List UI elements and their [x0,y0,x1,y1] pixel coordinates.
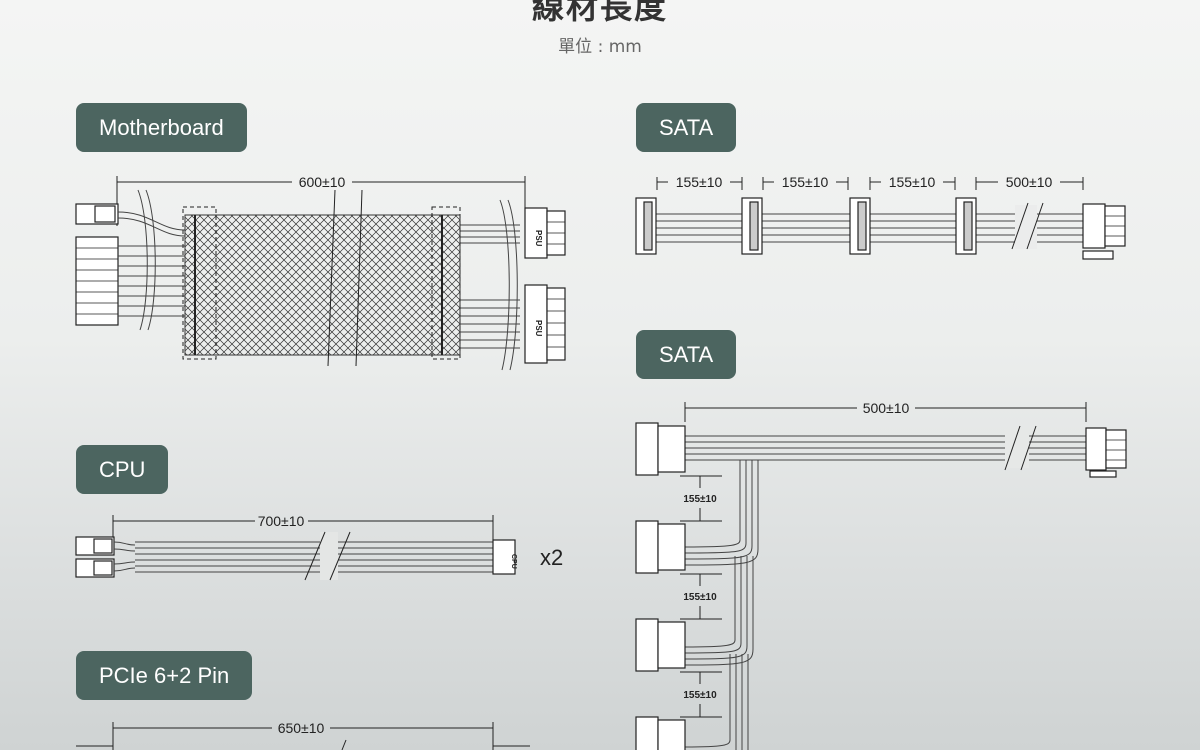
mb-psu-connectors [524,207,566,364]
pcie-dimension [76,722,530,750]
sata-badge-2: SATA [636,330,737,379]
psu-label-2: PSU [534,320,543,337]
unit-label: 單位 : mm [558,37,642,57]
motherboard-length-label: 600±10 [299,174,346,190]
sata1-dimensions [656,177,1084,190]
cpu-length-label: 700±10 [258,513,305,529]
sata1-seg2-label: 155±10 [782,174,829,190]
pcie-badge: PCIe 6+2 Pin [76,651,253,700]
cpu-connector-label: CPU [510,554,517,569]
sata1-seg4-label: 500±10 [1006,174,1053,190]
sata1-seg3-label: 155±10 [889,174,936,190]
psu-label-1: PSU [534,230,543,247]
sata-badge-1: SATA [636,103,737,152]
cpu-multiplier: x2 [540,545,564,570]
motherboard-badge: Motherboard [76,103,247,152]
sata2-branch3-label: 155±10 [683,690,717,701]
pcie-length-label: 650±10 [278,720,325,736]
sata2-dimension [684,402,1087,422]
cpu-badge: CPU [76,445,169,494]
sata2-main-length-label: 500±10 [863,400,910,416]
sata2-connectors [635,422,1127,750]
cpu-wires [113,541,493,573]
sata2-branch1-label: 155±10 [683,494,717,505]
sata2-branch2-label: 155±10 [683,592,717,603]
cpu-left-connectors [75,536,115,578]
sata1-connectors [635,197,1126,260]
sata1-seg1-label: 155±10 [676,174,723,190]
mb-left-connectors [75,203,119,326]
sata2-branch-dimensions [680,475,722,718]
sata2-main-wires [684,435,1086,750]
page-title: 線材長度 [531,0,668,26]
mb-mesh-sleeve [184,214,461,356]
mb-wires [117,189,520,371]
cpu-right-connector [492,539,516,575]
